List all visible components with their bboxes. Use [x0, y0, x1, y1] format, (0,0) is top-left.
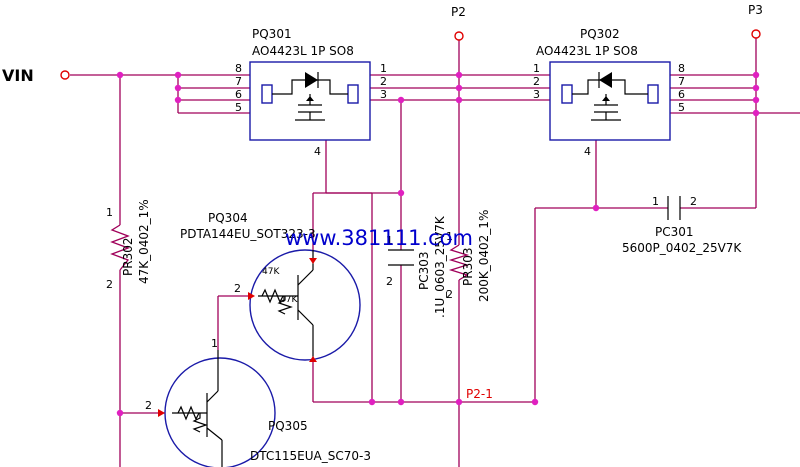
pq302-pin6: 6 [678, 88, 685, 101]
pq302-mosfet [549, 61, 671, 141]
pq304-base-arrow [248, 292, 255, 300]
pq304-ref: PQ304 [208, 211, 248, 225]
pq301-pin6: 6 [235, 88, 242, 101]
pq302-pin3: 3 [533, 88, 540, 101]
pq301-pin2: 2 [380, 75, 387, 88]
p2-terminal [454, 31, 464, 41]
pr302-value: 47K_0402_1% [137, 199, 151, 284]
vin-terminal [60, 70, 70, 80]
pc301-value: 5600P_0402_25V7K [622, 241, 742, 255]
pr303-resistor [448, 244, 470, 281]
junction-dots [116, 71, 760, 417]
pq304-r2: 47K [280, 295, 298, 305]
pr302-resistor [110, 224, 130, 271]
pc301-ref: PC301 [655, 225, 694, 239]
pq302-pin1: 1 [533, 62, 540, 75]
pr303-ref: PR303 [461, 248, 475, 286]
pc301-pin2: 2 [690, 195, 697, 208]
pq301-pin3: 3 [380, 88, 387, 101]
pr303-value: 200K_0402_1% [477, 210, 491, 302]
pr303-pin2: 2 [446, 288, 453, 301]
pr303-pin1: 1 [446, 230, 453, 243]
pq305-ref: PQ305 [268, 419, 308, 433]
pr302-pin2: 2 [106, 278, 113, 291]
net-label-p2-1: P2-1 [466, 387, 493, 401]
net-label-p2: P2 [451, 5, 466, 19]
pq305-base-arrow [158, 409, 165, 417]
p3-terminal [751, 29, 761, 39]
pc303-value: .1U_0603_25V7K [433, 215, 447, 318]
pq302-pin5: 5 [678, 101, 685, 114]
pq301-ref: PQ301 [252, 27, 292, 41]
net-label-p3: P3 [748, 3, 763, 17]
pq304-transistor [249, 249, 361, 362]
pc303-pin2: 2 [386, 275, 393, 288]
pr302-ref: PR302 [121, 238, 135, 276]
pq304-value: PDTA144EU_SOT323-3 [180, 227, 316, 241]
pq302-pin4: 4 [584, 145, 591, 158]
pq302-pin8: 8 [678, 62, 685, 75]
pq302-pin2: 2 [533, 75, 540, 88]
pq301-mosfet [249, 61, 371, 141]
pq302-value: AO4423L 1P SO8 [536, 44, 638, 58]
pc303-ref: PC303 [417, 251, 431, 290]
pq304-pin-base: 2 [234, 282, 241, 295]
pc301-capacitor [667, 196, 681, 220]
watermark-text: www.381111.com [285, 226, 473, 250]
pq305-value: DTC115EUA_SC70-3 [250, 449, 371, 463]
pq301-pin7: 7 [235, 75, 242, 88]
pq305-pin-base: 2 [145, 399, 152, 412]
pq301-pin5: 5 [235, 101, 242, 114]
pc303-capacitor [388, 249, 414, 266]
pq304-r1: 47K [262, 267, 280, 277]
pq301-pin4: 4 [314, 145, 321, 158]
pc303-pin1: 1 [386, 234, 393, 247]
pc301-pin1: 1 [652, 195, 659, 208]
pq301-pin8: 8 [235, 62, 242, 75]
pq302-ref: PQ302 [580, 27, 620, 41]
pr302-pin1: 1 [106, 206, 113, 219]
pq302-pin7: 7 [678, 75, 685, 88]
net-label-vin: VIN [2, 66, 34, 85]
pq301-pin1: 1 [380, 62, 387, 75]
pq305-pin-collector: 1 [211, 337, 218, 350]
pq301-value: AO4423L 1P SO8 [252, 44, 354, 58]
